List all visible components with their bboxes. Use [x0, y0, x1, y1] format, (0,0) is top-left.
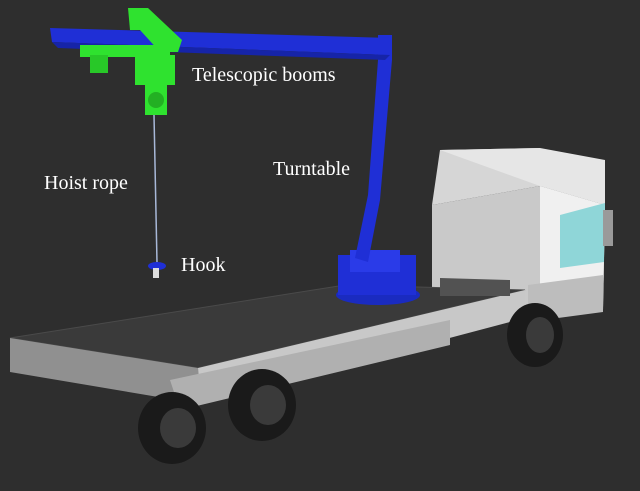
label-turntable: Turntable: [273, 158, 350, 180]
front-wheel: [507, 303, 563, 367]
rear-wheel-1: [138, 392, 206, 464]
rear-wheel-2: [228, 369, 296, 441]
turntable-part: [336, 250, 420, 305]
label-hoist-rope: Hoist rope: [44, 172, 128, 194]
label-hook: Hook: [181, 254, 225, 276]
label-telescopic-booms: Telescopic booms: [192, 64, 336, 86]
